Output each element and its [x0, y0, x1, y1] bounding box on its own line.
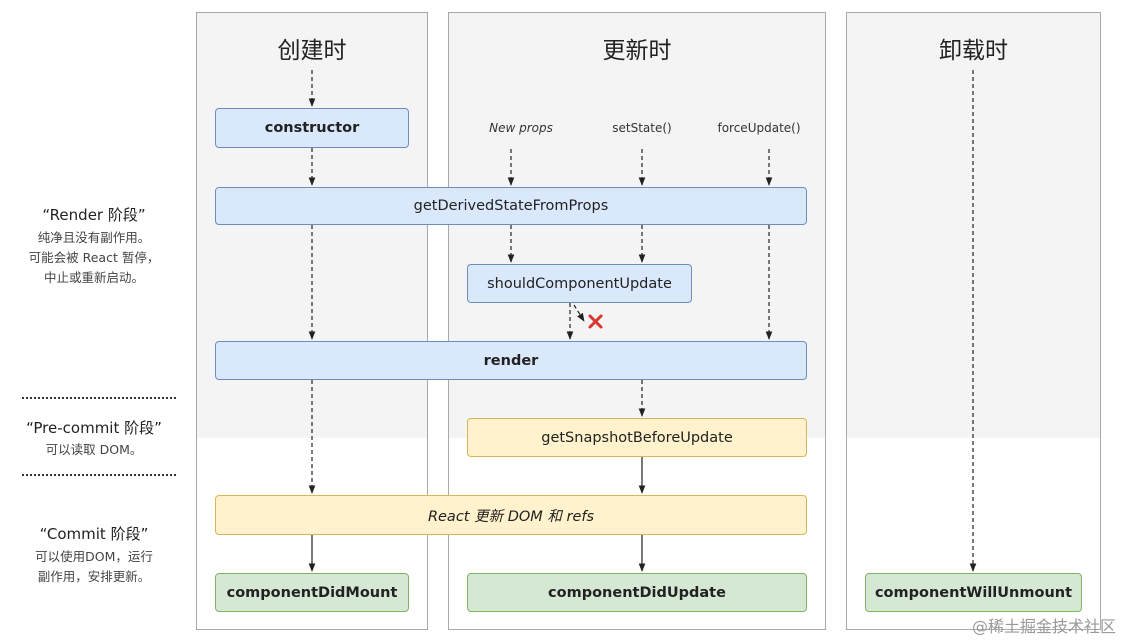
- component-will-unmount-box: componentWillUnmount: [865, 573, 1082, 612]
- get-snapshot-box: getSnapshotBeforeUpdate: [467, 418, 807, 457]
- phase-render-desc-2: 可能会被 React 暂停，: [28, 250, 160, 265]
- phase-render-desc-3: 中止或重新启动。: [43, 270, 144, 285]
- watermark: @稀土掘金技术社区: [971, 617, 1116, 636]
- component-did-update-box: componentDidUpdate: [467, 573, 807, 612]
- trigger-force-update: forceUpdate(): [717, 121, 801, 135]
- update-column-title: 更新时: [602, 38, 672, 64]
- get-derived-state-box: getDerivedStateFromProps: [215, 187, 807, 225]
- phase-pre-commit-title: “Pre-commit 阶段”: [26, 419, 162, 437]
- mount-column-title: 创建时: [277, 38, 347, 64]
- phase-render-desc-1: 纯净且没有副作用。: [37, 230, 151, 245]
- component-did-mount-box: componentDidMount: [215, 573, 409, 612]
- trigger-new-props: New props: [489, 121, 553, 135]
- react-updates-dom-box: React 更新 DOM 和 refs: [215, 495, 807, 535]
- arrow-should-cancel: [573, 304, 585, 322]
- cancel-icon: [588, 314, 603, 329]
- phase-commit-title: “Commit 阶段”: [39, 525, 149, 543]
- phase-separator-bottom: [22, 474, 176, 476]
- phase-commit-desc-1: 可以使用DOM，运行: [35, 549, 153, 564]
- trigger-set-state: setState(): [612, 121, 672, 135]
- should-component-update-box: shouldComponentUpdate: [467, 264, 692, 303]
- render-box: render: [215, 341, 807, 380]
- constructor-box: constructor: [215, 108, 409, 148]
- phase-render-title: “Render 阶段”: [42, 206, 146, 224]
- phase-commit-desc-2: 副作用，安排更新。: [37, 569, 151, 584]
- phase-pre-commit-desc-1: 可以读取 DOM。: [45, 442, 143, 457]
- phase-separator-top: [22, 397, 176, 399]
- unmount-column-title: 卸载时: [939, 38, 1008, 64]
